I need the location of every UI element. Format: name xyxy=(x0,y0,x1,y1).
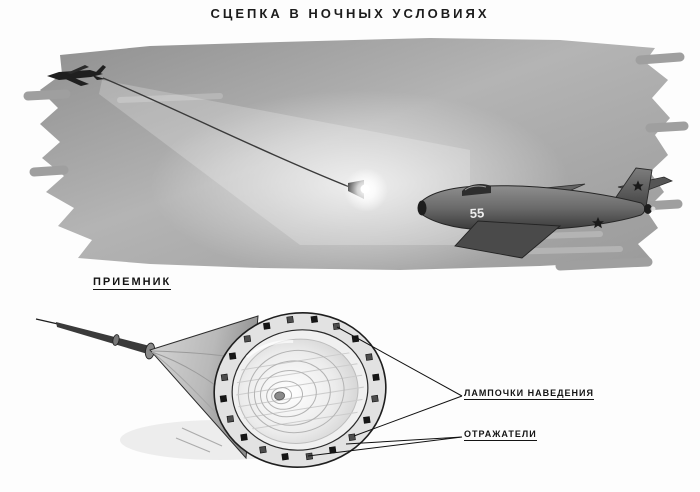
probe-rod xyxy=(35,318,156,360)
aircraft-number: 55 xyxy=(469,205,484,221)
rim-ring xyxy=(213,312,387,468)
callout-reflectors-label: ОТРАЖАТЕЛИ xyxy=(464,429,537,441)
receiver-funnel xyxy=(35,312,387,468)
callout-leader-lines xyxy=(307,326,463,457)
fuel-hose xyxy=(102,77,353,189)
drogue-basket xyxy=(344,168,388,212)
night-sky-shading xyxy=(23,38,689,280)
marker-streaks xyxy=(23,52,689,271)
fighter-aircraft: 55 xyxy=(417,167,673,259)
receiver-label: ПРИЕМНИК xyxy=(93,276,172,290)
star-marking-fuselage xyxy=(592,217,604,229)
callout-lamps-label: ЛАМПОЧКИ НАВЕДЕНИЯ xyxy=(464,388,594,400)
tanker-aircraft xyxy=(47,65,106,86)
mouth-hatching xyxy=(235,351,365,431)
funnel-depth-rings xyxy=(247,349,345,434)
rim-lamps xyxy=(219,315,380,461)
cone-shading-strokes xyxy=(175,427,223,453)
star-marking-fin xyxy=(632,180,644,191)
page-title: СЦЕПКА В НОЧНЫХ УСЛОВИЯХ xyxy=(210,6,490,21)
